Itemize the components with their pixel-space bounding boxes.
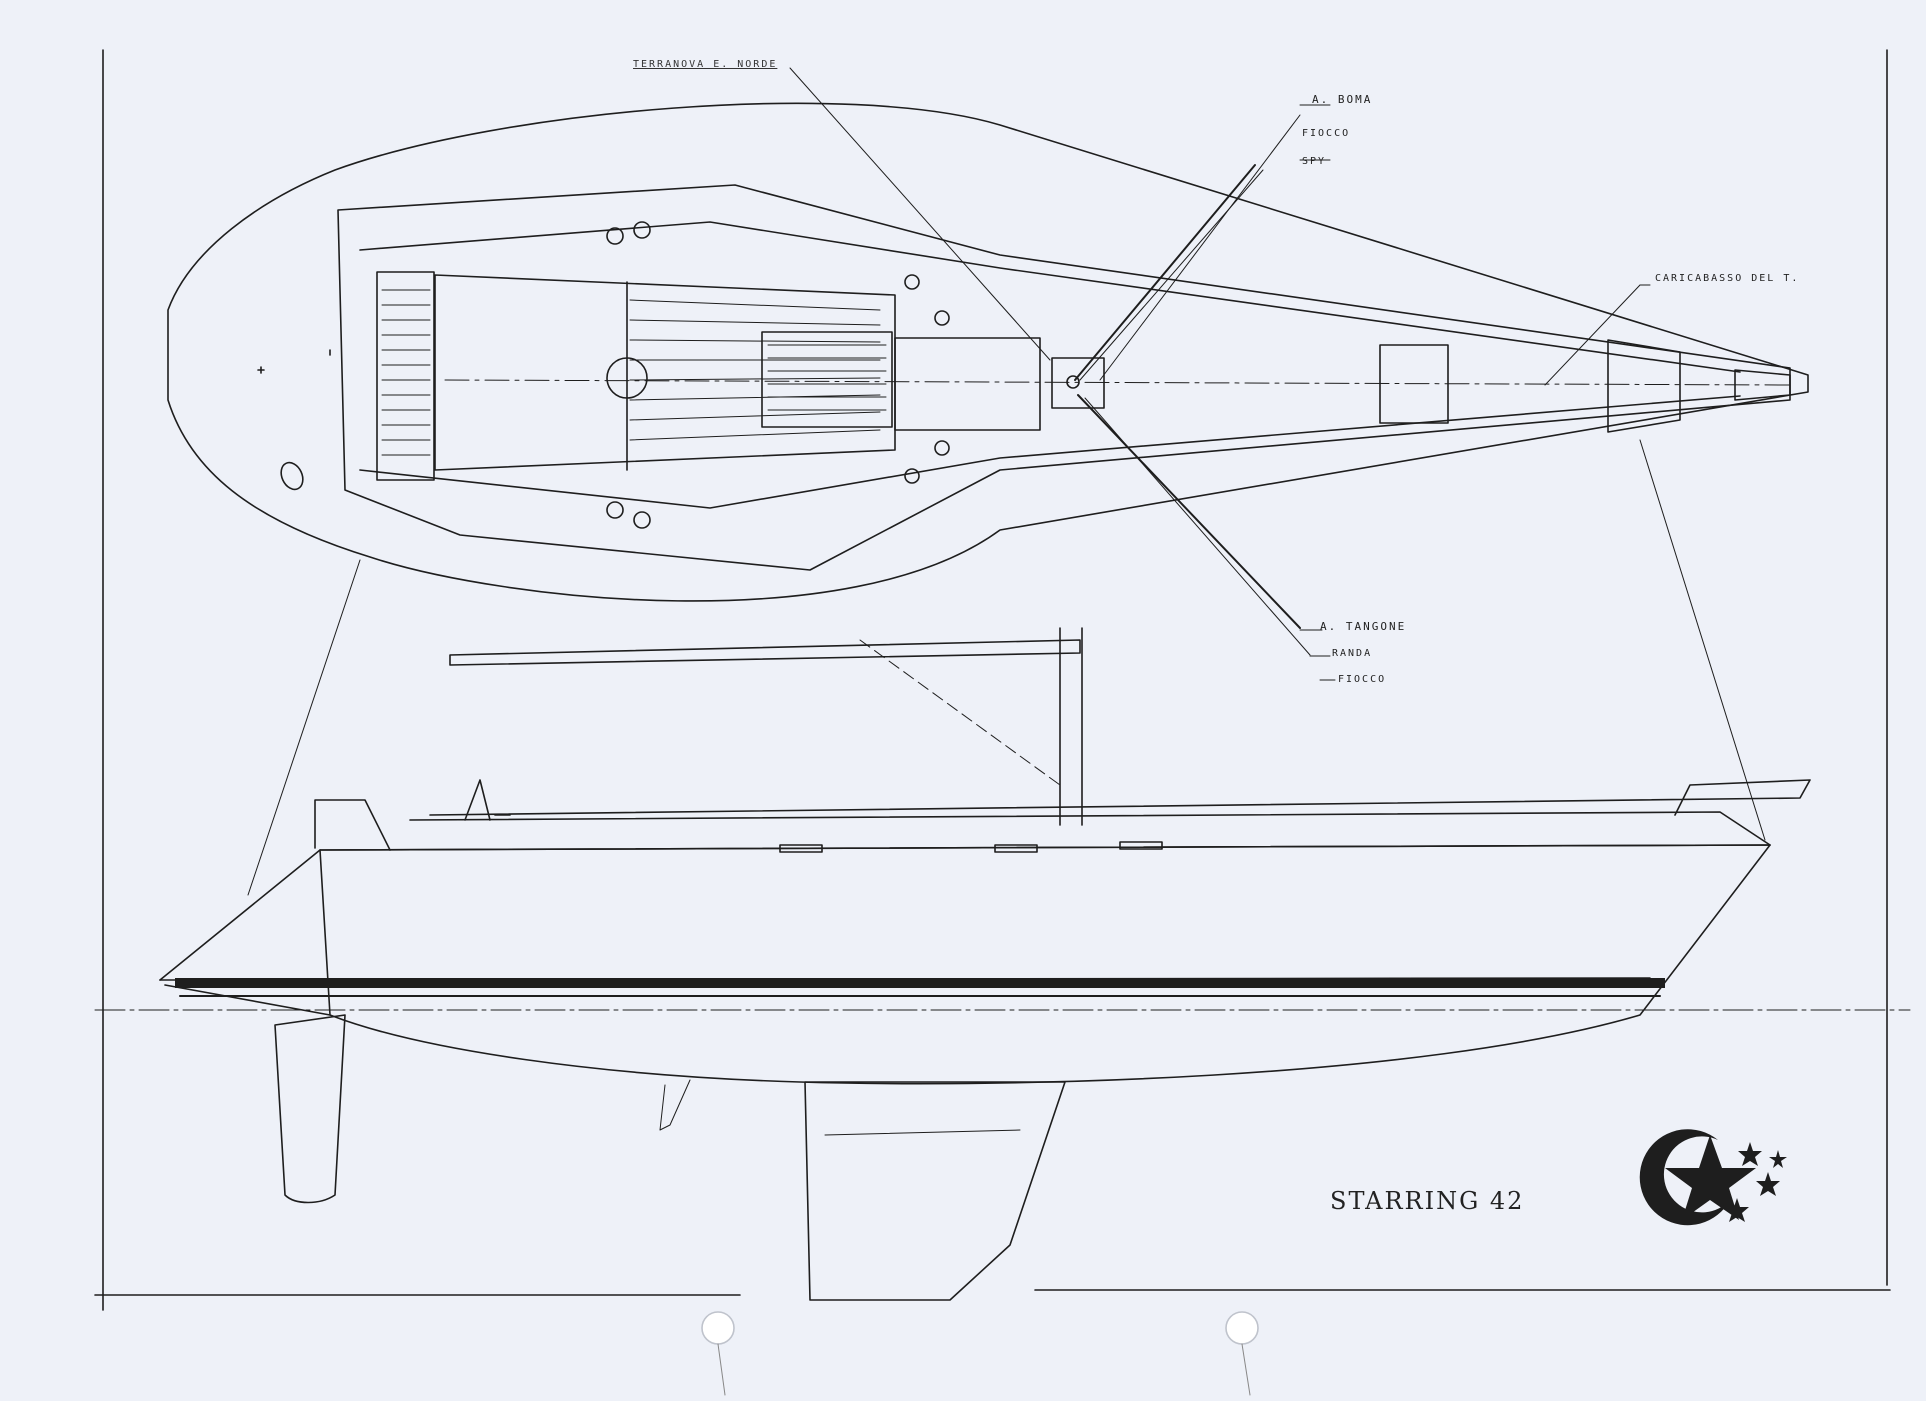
boom bbox=[449, 639, 1081, 666]
cabin-top bbox=[894, 337, 1041, 431]
label-a-boma: A. BOMA bbox=[1312, 93, 1373, 106]
companionway-hatch bbox=[761, 331, 893, 428]
binder-holes bbox=[701, 1311, 1259, 1396]
model-title: STARRING 42 bbox=[1330, 1187, 1525, 1215]
rudder bbox=[274, 1014, 346, 1204]
mast-base bbox=[1051, 357, 1105, 409]
star-crescent-logo-icon bbox=[1639, 1129, 1787, 1226]
label-a-tangone: A. TANGONE bbox=[1320, 620, 1407, 633]
label-spy: SPY bbox=[1302, 156, 1327, 167]
sheer-stripe bbox=[175, 978, 1665, 988]
profile-view bbox=[159, 627, 1811, 1301]
sheet-frame bbox=[94, 49, 1911, 1311]
plan-deck-outline bbox=[337, 184, 1791, 571]
aft-seat bbox=[376, 271, 435, 481]
profile-hull bbox=[319, 844, 1771, 1085]
label-randa: RANDA bbox=[1332, 648, 1373, 659]
drawing-header-caption: TERRANOVA E. NORDE bbox=[633, 59, 778, 70]
label-fiocco-bottom: FIOCCO bbox=[1338, 674, 1387, 685]
label-fiocco-top: FIOCCO bbox=[1302, 128, 1351, 139]
forepeak-hatch bbox=[1607, 339, 1681, 433]
keel bbox=[804, 1081, 1066, 1301]
label-caricabasso: CARICABASSO DEL T. bbox=[1655, 273, 1800, 284]
cockpit-well bbox=[434, 274, 896, 471]
plan-view bbox=[167, 67, 1809, 896]
plan-hull-outline bbox=[167, 102, 1809, 602]
